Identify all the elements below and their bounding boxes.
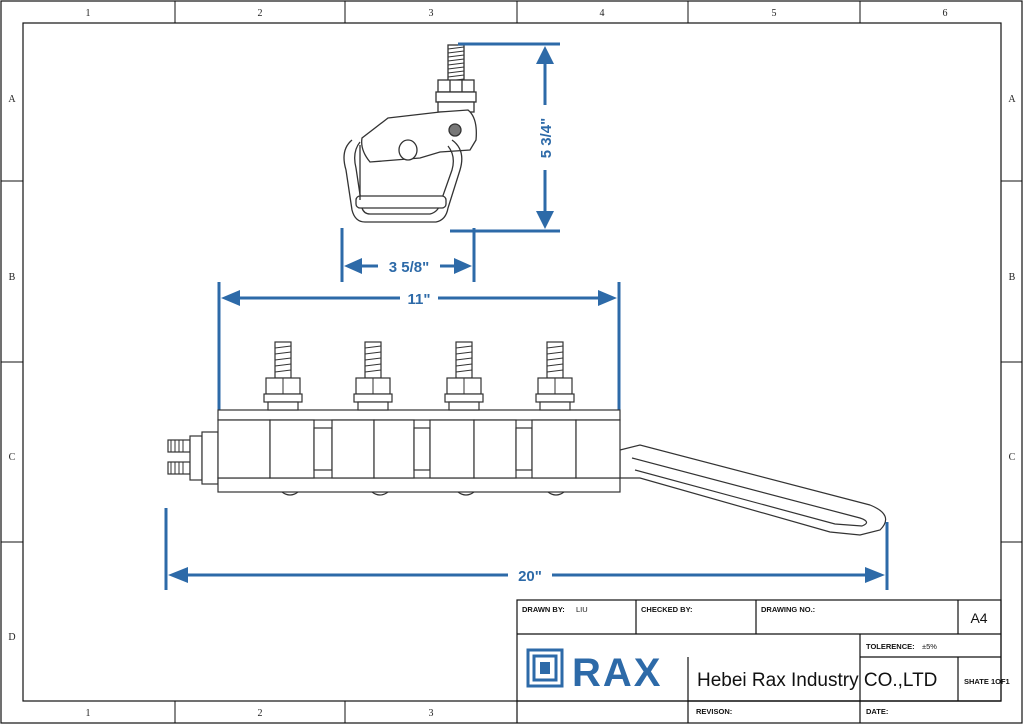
drawing-no-label: DRAWING NO.: [761, 605, 815, 614]
drawn-by-value: LIU [576, 605, 588, 614]
zone-row-d-left: D [8, 632, 15, 643]
bolt-2 [353, 341, 393, 411]
sheet-number: SHATE 1OF1 [964, 677, 1010, 686]
dimension-overall-length-arrow-left [168, 567, 188, 583]
zone-col-2-top: 2 [258, 8, 263, 19]
rax-logo [526, 648, 564, 688]
checked-by-label: CHECKED BY: [641, 605, 693, 614]
inner-frame [22, 22, 1002, 702]
zone-row-b-right: B [1009, 272, 1016, 283]
zone-row-c-right: C [1009, 452, 1016, 463]
drawn-by-label: DRAWN BY: [522, 605, 565, 614]
sheet-size: A4 [970, 610, 987, 626]
zone-col-5-top: 5 [772, 8, 777, 19]
side-view-clamp [167, 341, 887, 536]
dimension-bolt-span-label: 11" [408, 291, 431, 308]
dimension-bolt-span-line [217, 282, 621, 418]
dimension-bolt-span-arrow-left [221, 290, 240, 306]
dimension-clamp-width-arrow-right [454, 258, 472, 274]
zone-col-3-top: 3 [429, 8, 434, 19]
tolerance-value: ±5% [922, 642, 937, 651]
dimension-overall-length-label: 20" [518, 568, 542, 585]
dimension-height-arrow-bottom [536, 211, 554, 229]
revision-label: REVISON: [696, 707, 732, 716]
bolt-3 [444, 341, 484, 411]
dimension-height-label: 5 3/4" [538, 118, 555, 158]
date-label: DATE: [866, 707, 888, 716]
zone-row-c-left: C [9, 452, 16, 463]
dimension-overall-length-arrow-right [865, 567, 885, 583]
zone-col-6-top: 6 [943, 8, 948, 19]
dimension-bolt-span-arrow-right [598, 290, 617, 306]
dimension-overall-length-line [164, 508, 889, 590]
title-block [516, 599, 1002, 723]
zone-col-2-bottom: 2 [258, 708, 263, 719]
company-name: Hebei Rax Industry CO.,LTD [697, 670, 937, 691]
zone-col-1-bottom: 1 [86, 708, 91, 719]
rax-logo-text: RAX [572, 651, 662, 695]
bolt-1 [263, 341, 303, 411]
zone-col-4-top: 4 [600, 8, 605, 19]
zone-col-3-bottom: 3 [429, 708, 434, 719]
tolerance-label: TOLERENCE: [866, 642, 915, 651]
dimension-height-line [450, 42, 560, 233]
zone-col-1-top: 1 [86, 8, 91, 19]
end-view-clamp [343, 44, 477, 223]
dimension-clamp-width-arrow-left [344, 258, 362, 274]
bolt-4 [535, 341, 575, 411]
zone-row-a-left: A [8, 94, 16, 105]
zone-row-a-right: A [1008, 94, 1016, 105]
dimension-clamp-width-label: 3 5/8" [389, 259, 429, 276]
dimension-height-arrow-top [536, 46, 554, 64]
zone-row-b-left: B [9, 272, 16, 283]
